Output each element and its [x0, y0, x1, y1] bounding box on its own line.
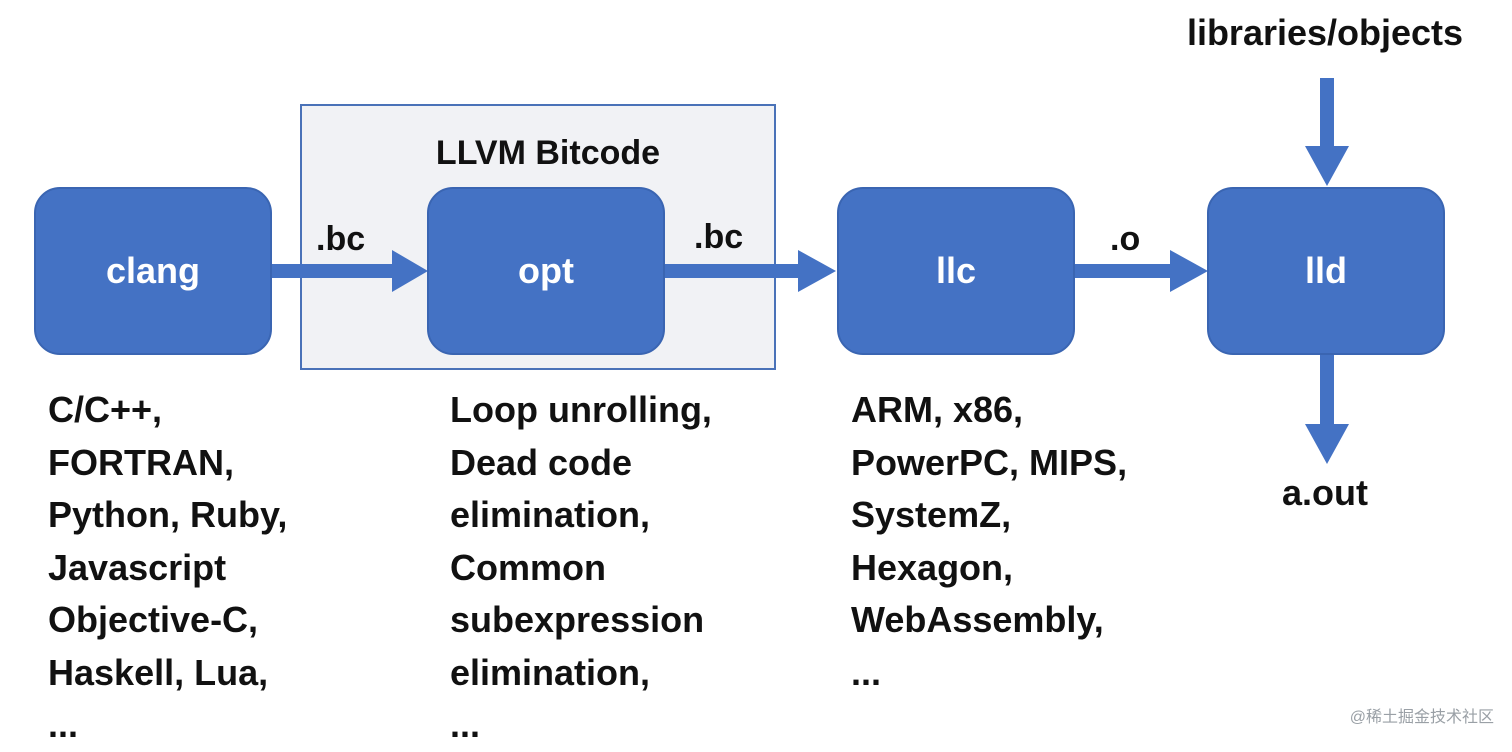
stage-opt: opt: [427, 187, 665, 355]
edge-label-clang-opt: .bc: [316, 220, 366, 258]
llvm-bitcode-title: LLVM Bitcode: [435, 134, 661, 172]
list-item: Haskell, Lua,: [48, 651, 269, 693]
llc-targets-list: ARM, x86, PowerPC, MIPS, SystemZ, Hexago…: [851, 384, 1127, 699]
list-item: PowerPC, MIPS,: [851, 441, 1128, 483]
list-item: C/C++,: [48, 389, 163, 430]
list-item: SystemZ,: [851, 494, 1012, 535]
arrow-opt-to-llc: [664, 250, 836, 292]
stage-llc-label: llc: [935, 250, 977, 291]
stage-opt-label: opt: [518, 250, 574, 291]
list-item: Python, Ruby,: [48, 494, 288, 535]
arrow-libraries-to-lld: [1305, 78, 1349, 186]
edge-label-opt-llc: .bc: [694, 218, 744, 256]
list-item: FORTRAN,: [48, 441, 234, 483]
arrow-llc-to-lld: [1074, 250, 1208, 292]
list-item: ...: [48, 704, 79, 745]
libraries-objects-label: libraries/objects: [1186, 12, 1464, 53]
stage-clang: clang: [34, 187, 272, 355]
stage-lld-label: lld: [1305, 250, 1347, 291]
list-item: WebAssembly,: [851, 599, 1104, 640]
list-item: elimination,: [450, 494, 651, 535]
list-item: Hexagon,: [851, 546, 1014, 588]
list-item: Javascript: [48, 546, 227, 588]
list-item: ...: [450, 704, 481, 745]
clang-languages-list: C/C++, FORTRAN, Python, Ruby, Javascript…: [48, 384, 287, 752]
aout-label: a.out: [1282, 472, 1368, 513]
list-item: ARM, x86,: [851, 389, 1024, 430]
edge-label-llc-lld: .o: [1110, 220, 1141, 258]
list-item: Objective-C,: [48, 599, 259, 640]
arrow-clang-to-opt: [272, 250, 428, 292]
opt-passes-list: Loop unrolling, Dead code elimination, C…: [450, 384, 712, 752]
stage-clang-label: clang: [105, 250, 201, 291]
watermark: @稀土掘金技术社区: [1349, 709, 1494, 726]
stage-llc: llc: [837, 187, 1075, 355]
list-item: Loop unrolling,: [450, 389, 712, 430]
list-item: ...: [851, 651, 882, 693]
list-item: Dead code: [450, 441, 633, 483]
list-item: Common: [450, 546, 606, 588]
list-item: elimination,: [450, 651, 651, 693]
list-item: subexpression: [450, 599, 705, 640]
arrow-lld-to-aout: [1305, 354, 1349, 464]
stage-lld: lld: [1207, 187, 1445, 355]
